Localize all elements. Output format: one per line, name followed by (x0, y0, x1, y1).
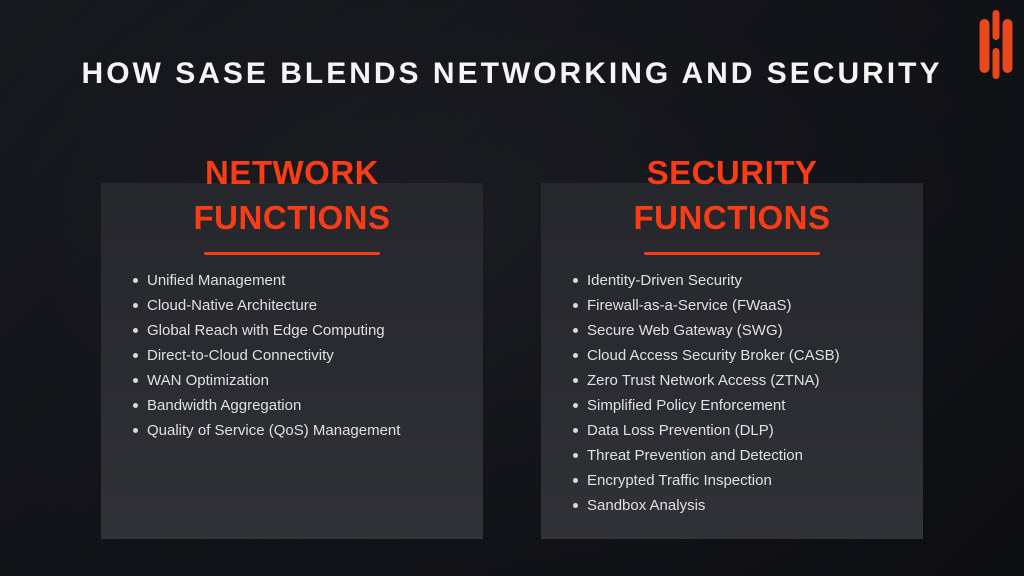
list-item-label: Encrypted Traffic Inspection (587, 472, 772, 489)
security-functions-heading: SECURITY FUNCTIONS (633, 154, 831, 236)
bullet-icon (133, 328, 138, 333)
list-item-label: Data Loss Prevention (DLP) (587, 422, 774, 439)
list-item: Encrypted Traffic Inspection (541, 468, 923, 493)
list-item-label: Global Reach with Edge Computing (147, 322, 385, 339)
network-functions-heading: NETWORK FUNCTIONS (193, 154, 391, 236)
logo-bar-mid-top (992, 10, 1000, 40)
bullet-icon (573, 503, 578, 508)
bullet-icon (133, 303, 138, 308)
list-item-label: Unified Management (147, 272, 286, 289)
list-item-label: Bandwidth Aggregation (147, 397, 302, 414)
list-item: Simplified Policy Enforcement (541, 393, 923, 418)
bullet-icon (573, 353, 578, 358)
list-item: Identity-Driven Security (541, 268, 923, 293)
bullet-icon (133, 378, 138, 383)
list-item-label: Cloud Access Security Broker (CASB) (587, 347, 840, 364)
list-item-label: WAN Optimization (147, 372, 269, 389)
list-item-label: Secure Web Gateway (SWG) (587, 322, 783, 339)
list-item: Firewall-as-a-Service (FWaaS) (541, 293, 923, 318)
bullet-icon (573, 328, 578, 333)
bullet-icon (573, 403, 578, 408)
list-item-label: Direct-to-Cloud Connectivity (147, 347, 334, 364)
list-item: Quality of Service (QoS) Management (101, 418, 483, 443)
list-item: WAN Optimization (101, 368, 483, 393)
bullet-icon (573, 478, 578, 483)
brand-logo-icon (979, 10, 1013, 79)
list-item-label: Zero Trust Network Access (ZTNA) (587, 372, 820, 389)
bullet-icon (133, 353, 138, 358)
list-item-label: Firewall-as-a-Service (FWaaS) (587, 297, 792, 314)
list-item: Cloud-Native Architecture (101, 293, 483, 318)
bullet-icon (133, 403, 138, 408)
logo-bar-left (979, 19, 990, 73)
list-item-label: Simplified Policy Enforcement (587, 397, 786, 414)
bullet-icon (573, 303, 578, 308)
list-item: Threat Prevention and Detection (541, 443, 923, 468)
page-title: HOW SASE BLENDS NETWORKING AND SECURITY (81, 57, 943, 90)
list-item: Data Loss Prevention (DLP) (541, 418, 923, 443)
list-item: Secure Web Gateway (SWG) (541, 318, 923, 343)
list-item: Cloud Access Security Broker (CASB) (541, 343, 923, 368)
list-item: Zero Trust Network Access (ZTNA) (541, 368, 923, 393)
logo-bar-right (1002, 19, 1013, 73)
logo-bar-mid-bottom (992, 48, 1000, 79)
bullet-icon (573, 278, 578, 283)
list-item-label: Cloud-Native Architecture (147, 297, 318, 314)
security-functions-list: Identity-Driven Security Firewall-as-a-S… (541, 268, 923, 518)
list-item: Bandwidth Aggregation (101, 393, 483, 418)
network-functions-panel: NETWORK FUNCTIONS Unified Management Clo… (101, 154, 483, 539)
list-item: Global Reach with Edge Computing (101, 318, 483, 343)
network-functions-list: Unified Management Cloud-Native Architec… (101, 268, 483, 443)
list-item-label: Threat Prevention and Detection (587, 447, 803, 464)
bullet-icon (573, 428, 578, 433)
bullet-icon (133, 278, 138, 283)
bullet-icon (133, 428, 138, 433)
heading-underline (204, 252, 380, 255)
list-item: Unified Management (101, 268, 483, 293)
heading-underline (644, 252, 820, 255)
list-item-label: Quality of Service (QoS) Management (147, 422, 401, 439)
list-item-label: Identity-Driven Security (587, 272, 743, 289)
list-item-label: Sandbox Analysis (587, 497, 706, 514)
security-functions-panel: SECURITY FUNCTIONS Identity-Driven Secur… (541, 154, 923, 539)
bullet-icon (573, 453, 578, 458)
list-item: Direct-to-Cloud Connectivity (101, 343, 483, 368)
bullet-icon (573, 378, 578, 383)
list-item: Sandbox Analysis (541, 493, 923, 518)
